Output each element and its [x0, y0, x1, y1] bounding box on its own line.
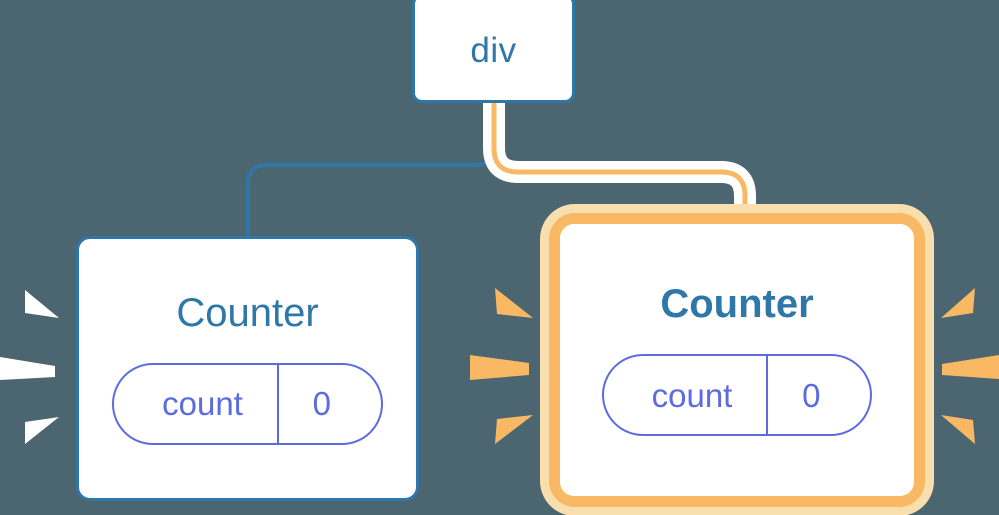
node-counter-left[interactable]: Counter count 0 — [76, 236, 419, 501]
state-value-count: 0 — [276, 364, 381, 443]
state-pill-counter-left: count 0 — [112, 362, 383, 445]
connector-div-to-counter-right — [491, 103, 748, 240]
node-counter-left-label: Counter — [176, 290, 319, 335]
state-value-count: 0 — [766, 356, 870, 434]
state-pill-counter-right: count 0 — [601, 354, 873, 436]
node-counter-right[interactable]: Counter count 0 — [549, 213, 925, 507]
sparkle-left-outer — [0, 290, 59, 444]
state-key-count: count — [651, 376, 733, 414]
sparkle-middle — [470, 288, 533, 444]
node-div-label: div — [470, 31, 517, 70]
node-div[interactable]: div — [412, 0, 575, 103]
state-key-count: count — [162, 385, 243, 422]
node-counter-right-label: Counter — [660, 282, 814, 326]
sparkle-right-outer — [941, 288, 999, 444]
